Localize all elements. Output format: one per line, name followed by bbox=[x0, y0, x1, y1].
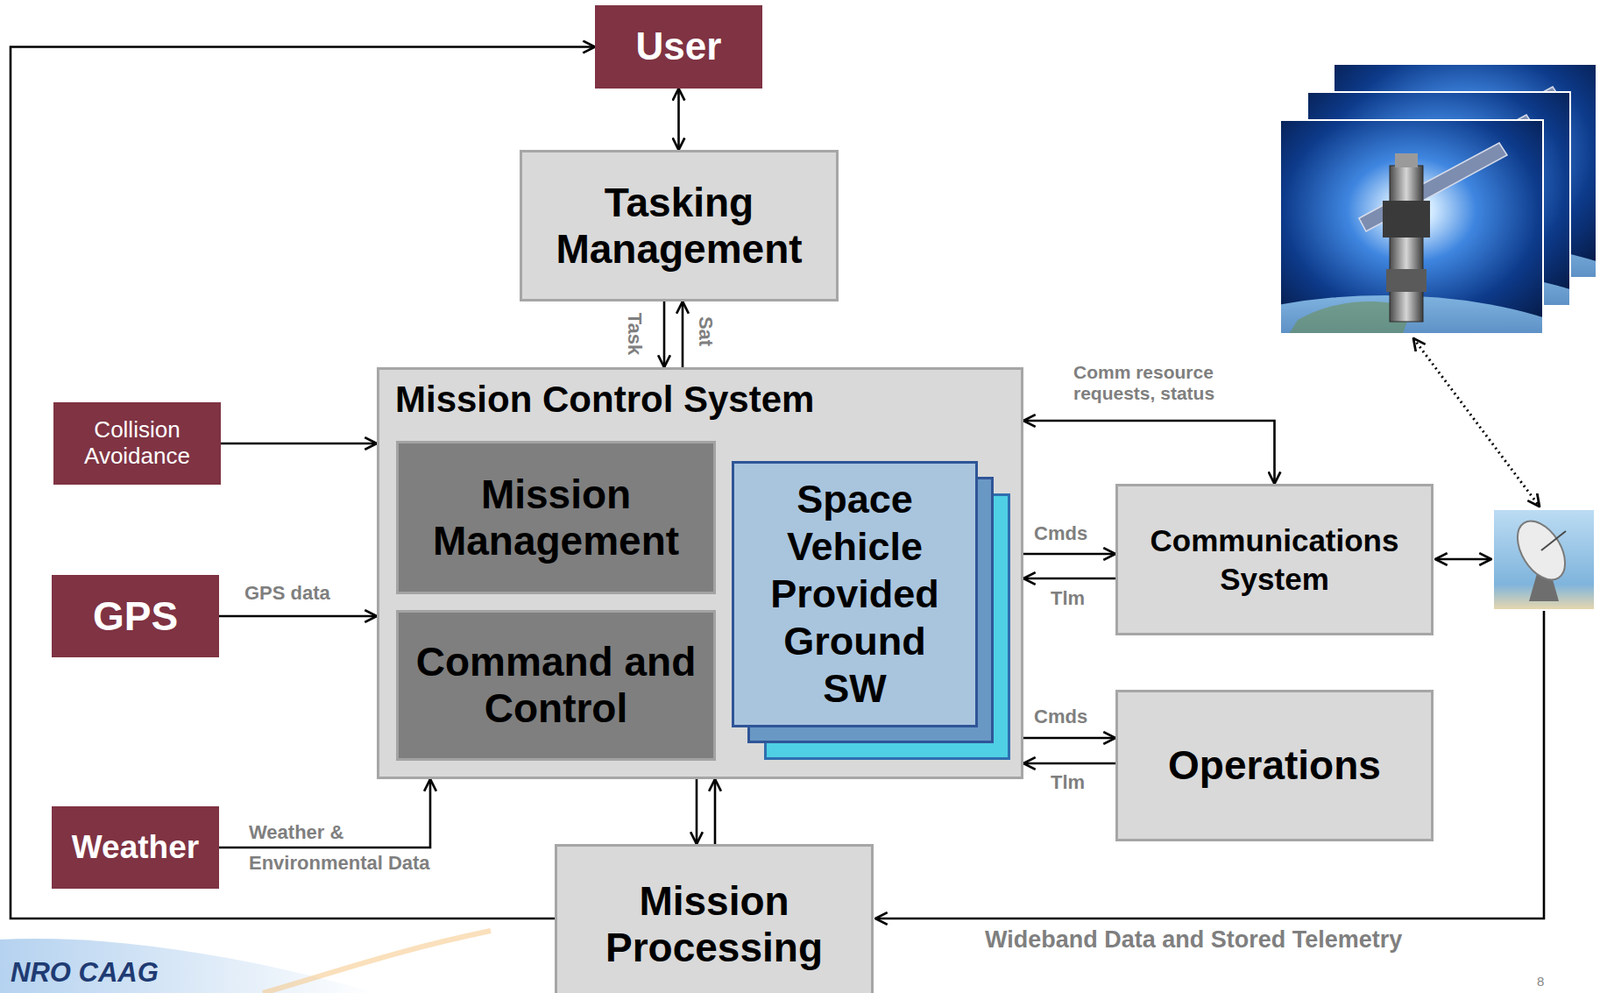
system-container: Mission Control SystemMission Management… bbox=[376, 367, 1024, 779]
edge-label: Cmds bbox=[1033, 705, 1088, 728]
node-label: Operations bbox=[1168, 742, 1381, 789]
connector-arrow bbox=[695, 778, 699, 844]
satellite-picture bbox=[1113, 120, 1600, 532]
edge-label: Tlm bbox=[1050, 771, 1085, 793]
external-source-box: GPS bbox=[51, 574, 220, 658]
node-label: Collision Avoidance bbox=[64, 417, 210, 470]
node-label: Mission Processing bbox=[566, 877, 863, 971]
software-stack-box: Space Vehicle Provided Ground SW bbox=[731, 460, 978, 728]
connector-arrow bbox=[1023, 552, 1116, 556]
process-box: Communications System bbox=[1115, 483, 1434, 636]
page-number: 8 bbox=[1536, 973, 1544, 989]
connector-arrow bbox=[663, 301, 666, 368]
node-label: Weather bbox=[71, 828, 199, 867]
subsystem-box: Command and Control bbox=[396, 609, 716, 761]
antenna-dish bbox=[1507, 512, 1576, 588]
connector-arrow bbox=[1023, 736, 1116, 740]
connector-arrow bbox=[220, 442, 377, 446]
connector-arrow bbox=[714, 778, 717, 844]
edge-label: Comm resource requests, status bbox=[1073, 361, 1232, 404]
node-label: Communications System bbox=[1126, 521, 1423, 599]
node-label: GPS bbox=[92, 593, 178, 640]
node-label: Command and Control bbox=[407, 638, 705, 732]
node-label: Tasking Management bbox=[530, 179, 828, 273]
process-box: Operations bbox=[1115, 689, 1434, 842]
edge-label: Weather & Environmental Data bbox=[248, 816, 460, 878]
connector-arrow bbox=[681, 301, 685, 368]
subsystem-box: Mission Management bbox=[396, 440, 716, 595]
edge-label: Cmds bbox=[1033, 522, 1088, 545]
organization-mark: NRO CAAG bbox=[10, 956, 159, 989]
process-box: Tasking Management bbox=[519, 149, 839, 302]
connector-arrow bbox=[677, 88, 680, 150]
connector-arrow bbox=[1023, 577, 1116, 581]
background-swoosh bbox=[0, 938, 377, 993]
process-box: Mission Processing bbox=[554, 843, 874, 993]
edge-label: GPS data bbox=[244, 581, 331, 604]
node-label: User bbox=[636, 24, 723, 70]
connector-arrow bbox=[1023, 762, 1116, 765]
background-streak bbox=[262, 930, 491, 993]
connector-arrow bbox=[1023, 420, 1275, 484]
antenna-feed bbox=[1541, 530, 1566, 551]
antenna-sky bbox=[1493, 509, 1594, 609]
node-label: Space Vehicle Provided Ground SW bbox=[753, 475, 957, 713]
edge-label: Sat bbox=[693, 316, 716, 347]
external-source-box: Weather bbox=[51, 806, 220, 889]
line-caption: Wideband Data and Stored Telemetry bbox=[984, 926, 1402, 954]
connector-arrow bbox=[219, 615, 377, 618]
antenna-link-arrow bbox=[1435, 558, 1492, 561]
node-label: Mission Management bbox=[407, 471, 705, 565]
downlink-dotted-arrow bbox=[1413, 338, 1540, 507]
edge-label: Task bbox=[623, 312, 645, 356]
edge-label: Tlm bbox=[1050, 587, 1085, 609]
ground-antenna bbox=[1493, 509, 1594, 609]
user-box: User bbox=[594, 5, 763, 89]
external-source-box: Collision Avoidance bbox=[53, 402, 221, 485]
container-heading: Mission Control System bbox=[395, 378, 815, 421]
